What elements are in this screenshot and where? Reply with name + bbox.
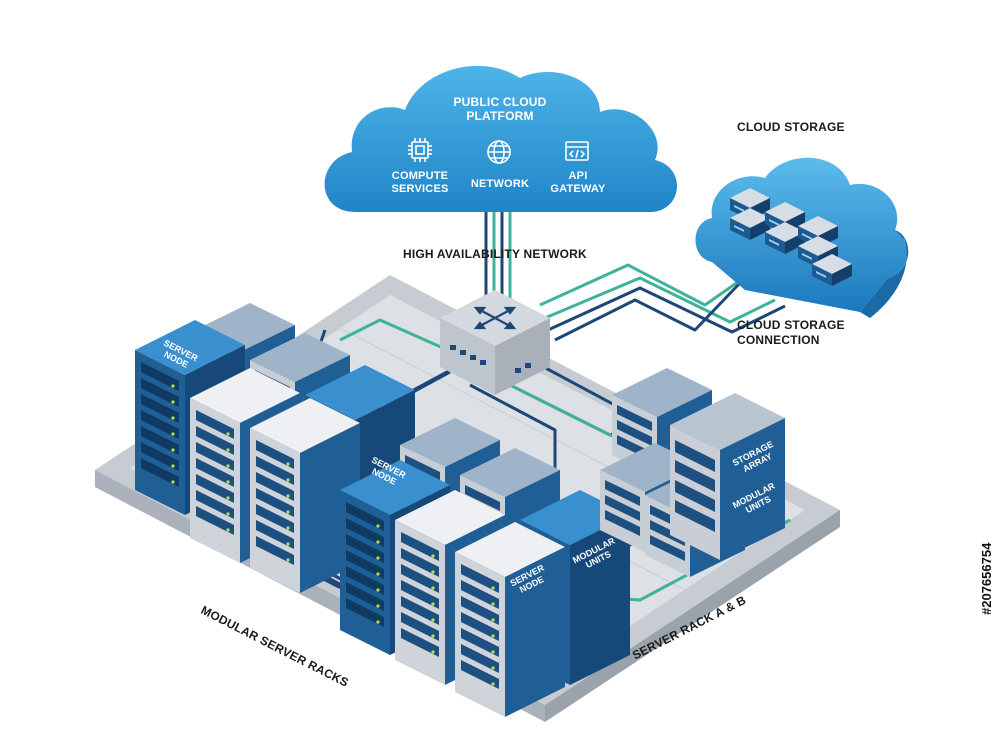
service-compute-line2: SERVICES (391, 183, 449, 195)
cloud-storage-connection-line1: CLOUD STORAGE (737, 318, 845, 332)
cloud-storage (695, 157, 909, 318)
service-network-line1: NETWORK (470, 178, 530, 190)
public-cloud (324, 65, 678, 213)
code-window-icon (565, 141, 589, 161)
cloud-title: PUBLIC CLOUD PLATFORM (440, 95, 560, 123)
service-api-line1: API (568, 170, 588, 182)
service-api-line2: GATEWAY (550, 183, 606, 195)
cloud-storage-label: CLOUD STORAGE (737, 120, 845, 134)
service-compute-line1: COMPUTE (391, 170, 449, 182)
stock-id-watermark: #207656754 (979, 542, 994, 615)
service-api-gateway: API GATEWAY (543, 170, 613, 196)
service-compute: COMPUTE SERVICES (385, 170, 455, 196)
globe-icon (487, 140, 511, 164)
service-network: NETWORK (465, 178, 535, 191)
cloud-title-line2: PLATFORM (466, 109, 534, 123)
storage-array-cluster (600, 368, 785, 577)
cloud-title-line1: PUBLIC CLOUD (453, 95, 547, 109)
cloud-storage-connection-line2: CONNECTION (737, 333, 820, 347)
cloud-storage-connection-label: CLOUD STORAGE CONNECTION (737, 318, 845, 348)
high-availability-label: HIGH AVAILABILITY NETWORK (403, 247, 587, 261)
cpu-chip-icon (408, 138, 432, 162)
network-switch (440, 290, 550, 395)
